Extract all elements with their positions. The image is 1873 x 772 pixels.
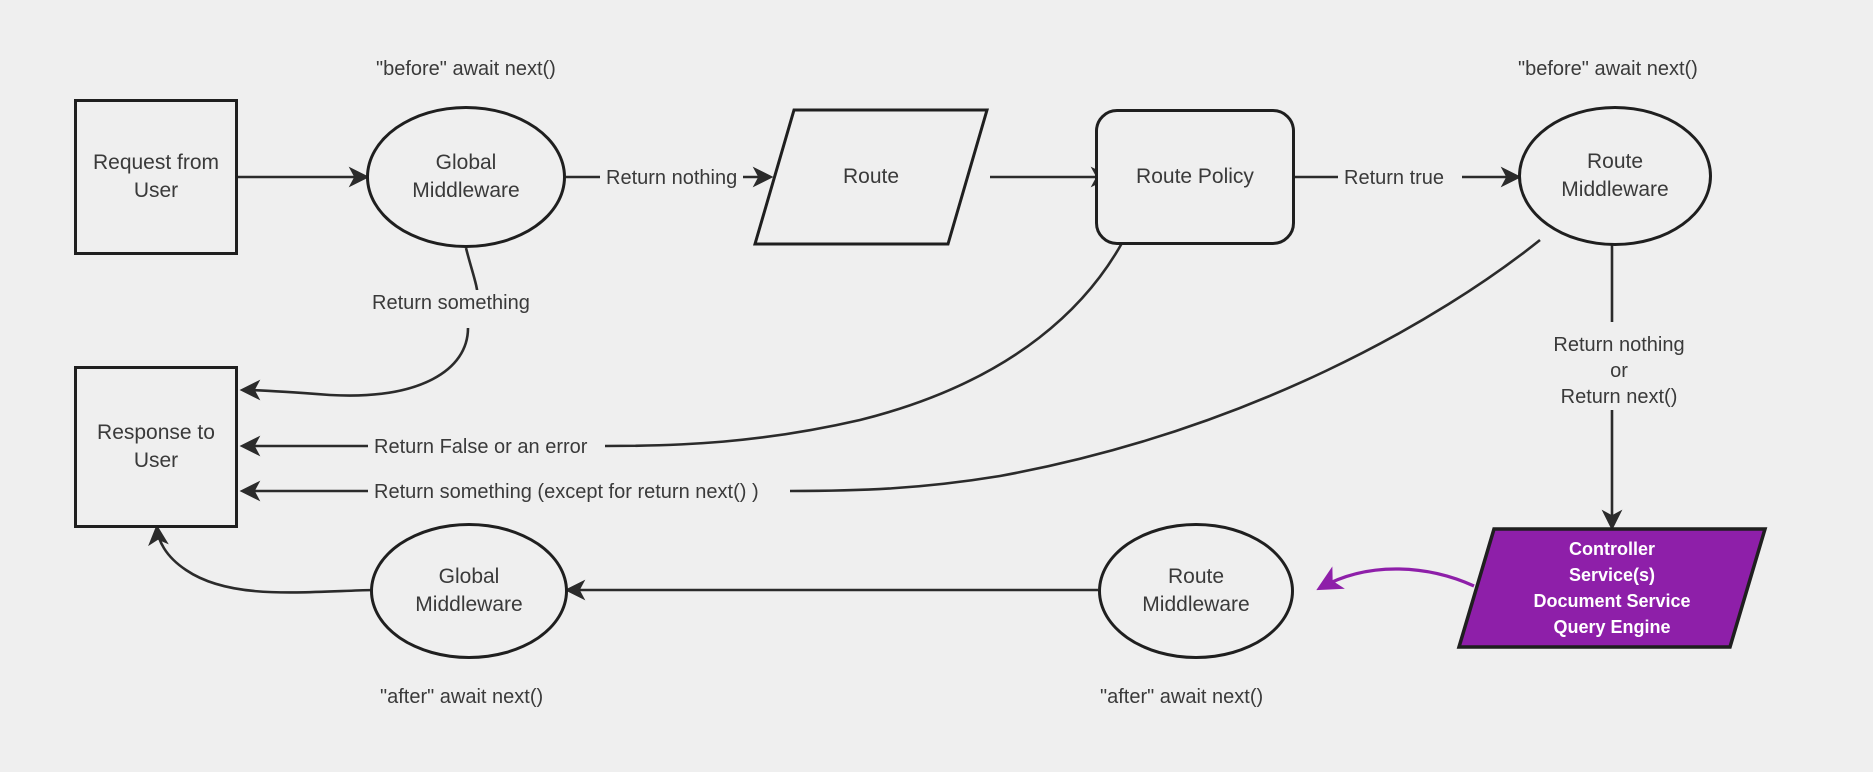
edge-label-return-true: Return true	[1338, 165, 1451, 191]
node-route-policy-label: Route Policy	[1136, 164, 1254, 188]
edge-global-to-response	[239, 327, 470, 401]
node-controller-services[interactable]: Controller Service(s) Document Service Q…	[1456, 526, 1768, 650]
node-route-middleware-bottom[interactable]: Route Middleware	[1098, 523, 1294, 659]
edge-globalmwb-to-response	[148, 524, 373, 594]
note-before-global-middleware: "before" await next()	[376, 58, 556, 80]
edge-label-return-something: Return something	[366, 290, 536, 316]
node-request-from-user-label: Request from User	[92, 150, 220, 202]
note-after-route-middleware: "after" await next()	[1100, 686, 1264, 708]
node-global-middleware-bottom-label: Global Middleware	[415, 564, 523, 616]
node-route[interactable]: Route	[752, 107, 990, 247]
edge-routemw-to-responselabel	[789, 238, 1541, 493]
edge-label-return-nothing-or-next: Return nothing or Return next()	[1533, 332, 1705, 410]
node-global-middleware-top-label: Global Middleware	[412, 150, 520, 202]
node-route-middleware-top[interactable]: Route Middleware	[1518, 106, 1712, 246]
node-request-from-user[interactable]: Request from User	[74, 99, 238, 255]
route-parallelogram-shape	[753, 108, 989, 246]
node-global-middleware-bottom[interactable]: Global Middleware	[370, 523, 568, 659]
node-route-middleware-top-label: Route Middleware	[1561, 149, 1669, 201]
node-response-to-user-label: Response to User	[97, 420, 215, 472]
note-before-route-middleware: "before" await next()	[1518, 58, 1698, 80]
edge-label-return-false-or-error: Return False or an error	[368, 434, 594, 460]
controller-parallelogram-shape	[1456, 527, 1768, 649]
node-global-middleware-top[interactable]: Global Middleware	[366, 106, 566, 248]
edge-label-return-nothing: Return nothing	[600, 165, 744, 191]
node-route-middleware-bottom-label: Route Middleware	[1142, 564, 1250, 616]
edge-label-return-something-except-next: Return something (except for return next…	[368, 479, 765, 505]
node-route-label: Route	[842, 164, 900, 188]
edge-policy-to-responselabel	[604, 242, 1124, 448]
node-route-policy[interactable]: Route Policy	[1095, 109, 1295, 245]
note-after-global-middleware: "after" await next()	[380, 686, 544, 708]
node-response-to-user[interactable]: Response to User	[74, 366, 238, 528]
node-controller-services-label: Controller Service(s) Document Service Q…	[1533, 538, 1691, 638]
edge-controller-to-routemwb	[1316, 566, 1475, 591]
